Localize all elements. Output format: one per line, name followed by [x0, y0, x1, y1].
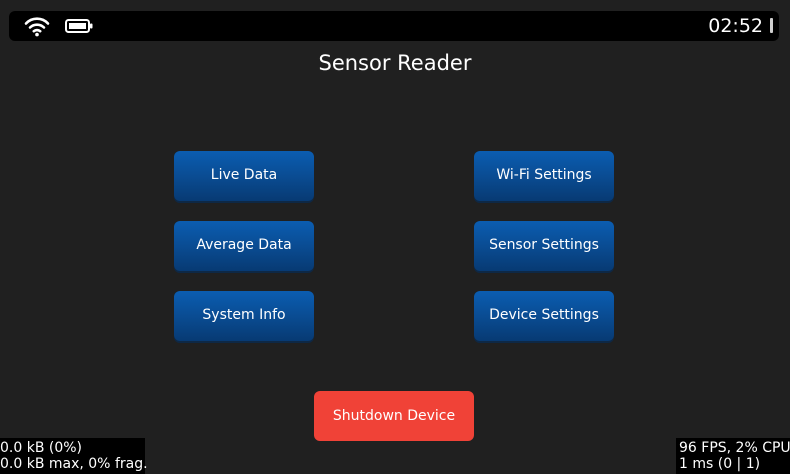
performance-monitor: 96 FPS, 2% CPU 1 ms (0 | 1): [676, 438, 790, 474]
device-settings-button[interactable]: Device Settings: [474, 291, 614, 341]
average-data-button[interactable]: Average Data: [174, 221, 314, 271]
wifi-settings-button[interactable]: Wi-Fi Settings: [474, 151, 614, 201]
memory-monitor: 0.0 kB (0%) 0.0 kB max, 0% frag.: [0, 438, 148, 474]
sensor-settings-button[interactable]: Sensor Settings: [474, 221, 614, 271]
render-time-line: 1 ms (0 | 1): [679, 456, 761, 472]
system-info-button[interactable]: System Info: [174, 291, 314, 341]
memory-max-line: 0.0 kB max, 0% frag.: [0, 456, 148, 472]
wifi-icon: [24, 15, 50, 37]
memory-usage-line: 0.0 kB (0%): [0, 440, 83, 456]
live-data-button[interactable]: Live Data: [174, 151, 314, 201]
shutdown-device-button[interactable]: Shutdown Device: [314, 391, 474, 441]
scroll-indicator: [770, 18, 773, 33]
status-bar: 02:52: [9, 11, 779, 41]
status-time: 02:52: [708, 15, 763, 37]
battery-icon: [65, 18, 93, 34]
fps-cpu-line: 96 FPS, 2% CPU: [679, 440, 790, 456]
page-title: Sensor Reader: [318, 51, 472, 75]
